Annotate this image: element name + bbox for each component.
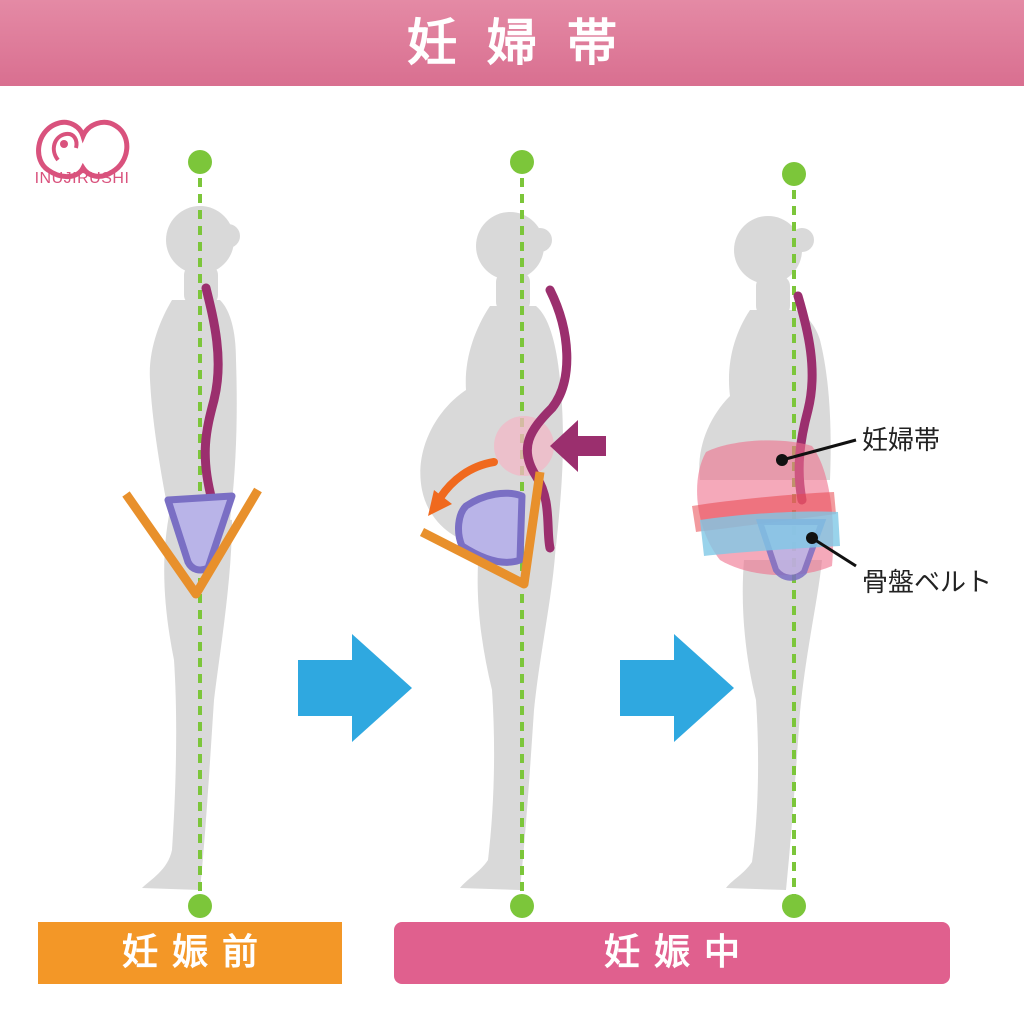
maternity-belt-label: 妊婦帯: [862, 426, 941, 456]
logo-text: INUJIRUSHI: [34, 170, 130, 187]
stage-during-pregnancy: 妊娠中: [394, 922, 950, 984]
pressure-arrow-icon: [550, 420, 606, 472]
hip-lines-middle: [419, 471, 545, 589]
page-title: 妊婦帯: [407, 13, 647, 72]
plumb-dot-top-middle: [510, 150, 534, 174]
hip-lines-before: [122, 487, 262, 599]
pelvic-belt-label: 骨盤ベルト: [862, 568, 993, 598]
stage-before-pregnancy: 妊娠前: [38, 922, 342, 984]
inujirushi-logo-icon: [36, 119, 130, 179]
spine-middle: [522, 285, 572, 553]
plumb-dot-bottom-support: [782, 894, 806, 918]
pelvic-belt-leader-dot: [806, 532, 818, 544]
maternity-belt-leader: [781, 438, 857, 462]
plumb-dot-bottom-middle: [510, 894, 534, 918]
tilt-arrow-icon: [436, 458, 498, 502]
silhouette-middle: [420, 212, 563, 890]
plumb-dot-top-support: [782, 162, 806, 186]
maternity-belt-leader-dot: [776, 454, 788, 466]
silhouette-before: [142, 206, 240, 890]
transition-arrow-2: [620, 634, 734, 742]
pelvic-belt-shape: [700, 511, 840, 556]
spine-before: [200, 283, 223, 505]
transition-arrow-1: [298, 634, 412, 742]
plumb-dot-top-before: [188, 150, 212, 174]
pelvic-belt-leader: [811, 536, 857, 568]
pelvis-middle: [455, 489, 526, 566]
header-bar: 妊婦帯: [0, 0, 1024, 86]
plumb-dot-bottom-before: [188, 894, 212, 918]
tilt-arrow-head: [428, 490, 452, 516]
